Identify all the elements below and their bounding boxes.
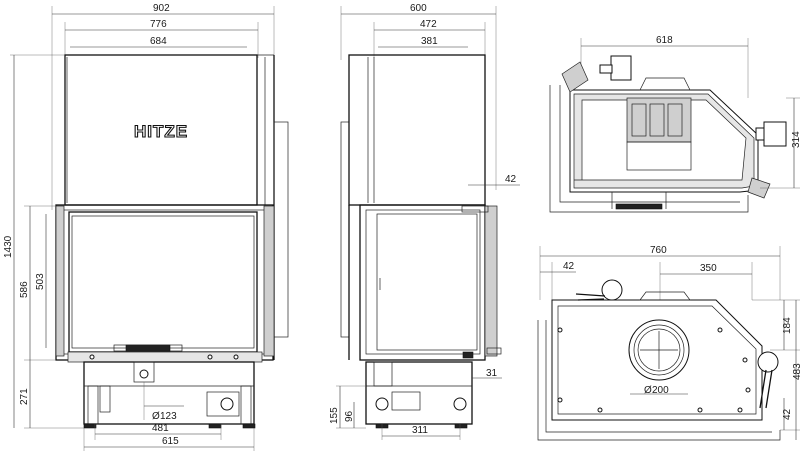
front-view: 902 776 684 HITZE xyxy=(3,3,289,451)
dim-side-height-foot: 96 xyxy=(344,410,355,422)
dim-side-depth-door: 381 xyxy=(421,36,438,47)
side-view: 600 472 381 42 31 xyxy=(329,3,520,440)
dim-front-duct: 123 xyxy=(160,411,177,422)
dim-side-offset-side: 31 xyxy=(486,368,498,379)
dim-side-depth-total: 600 xyxy=(410,3,427,14)
dim-front-width-total: 902 xyxy=(153,3,170,14)
dim-front-width-frame: 776 xyxy=(150,19,167,30)
dim-front-leg-span: 481 xyxy=(152,423,169,434)
dim-side-height-leg: 155 xyxy=(329,407,340,424)
dim-top-width: 618 xyxy=(656,35,673,46)
dim-front-height-glass: 503 xyxy=(35,273,46,290)
dim-plan-height-right: 483 xyxy=(792,363,802,380)
dim-plan-offset-left: 42 xyxy=(563,261,575,272)
dim-side-leg-span: 311 xyxy=(412,425,428,436)
dim-side-depth-body: 472 xyxy=(420,19,437,30)
dim-plan-flue-diameter: Ø xyxy=(644,385,652,396)
hitze-logo: HITZE xyxy=(134,122,188,141)
top-view: 618 314 xyxy=(549,35,802,213)
dim-plan-center-offset: 350 xyxy=(700,263,717,274)
dim-front-height-base: 271 xyxy=(19,388,30,405)
dim-plan-width: 760 xyxy=(650,245,667,256)
dim-plan-height-bottom: 42 xyxy=(782,408,793,420)
dim-plan-height-right-top: 184 xyxy=(782,317,793,334)
dim-front-height-total: 1430 xyxy=(3,235,14,258)
dim-top-depth: 314 xyxy=(791,131,802,148)
dim-front-base-width: 615 xyxy=(162,436,179,447)
plan-view: 760 42 350 Ø 200 xyxy=(537,245,802,441)
dim-plan-flue: 200 xyxy=(652,385,669,396)
dim-front-width-glass: 684 xyxy=(150,36,167,47)
dim-front-height-door: 586 xyxy=(19,281,30,298)
dim-front-duct-diameter: Ø xyxy=(152,411,160,422)
dim-side-offset-top: 42 xyxy=(505,174,517,185)
